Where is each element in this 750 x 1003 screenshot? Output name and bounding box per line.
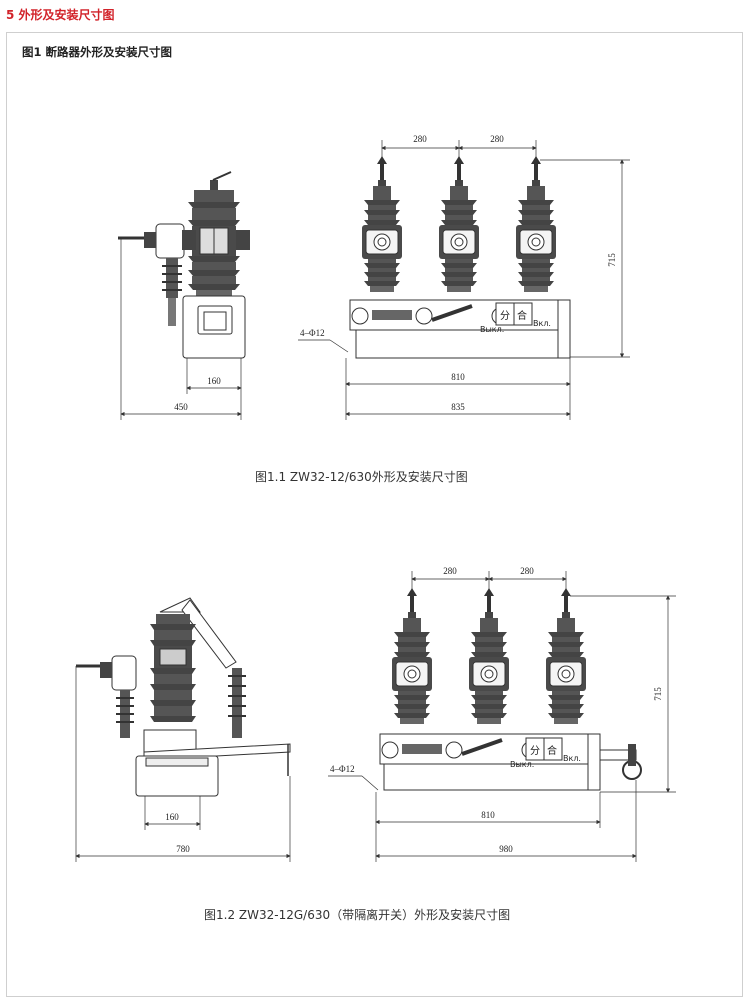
fig1-label-open: 分: [500, 310, 510, 322]
fig2-dim-spacing-left: 280: [443, 566, 457, 576]
fig1-dim-height: 715: [607, 253, 617, 267]
fig1-label-close-ru: Вкл.: [533, 319, 551, 328]
fig1-caption: 图1.1 ZW32-12/630外形及安装尺寸图: [255, 470, 468, 484]
fig1-dim-overall-front: 835: [451, 402, 465, 412]
fig2-label-close: 合: [547, 744, 557, 757]
fig1-label-close: 合: [517, 309, 527, 322]
fig2-dim-height: 715: [653, 687, 663, 701]
fig2-dim-overall-side: 780: [176, 844, 190, 854]
fig1-dim-overall-side: 450: [174, 402, 188, 412]
fig1-dim-spacing-right: 280: [490, 134, 504, 144]
fig2-dim-overall-front: 980: [499, 844, 513, 854]
fig2-side-view: [76, 597, 291, 797]
fig1-dim-base-side: 160: [207, 376, 221, 386]
fig1-label-open-ru: Выкл.: [480, 325, 504, 334]
fig2-front-view: [379, 588, 642, 791]
fig2-dim-spacing-right: 280: [520, 566, 534, 576]
fig2-label-open: 分: [530, 745, 540, 757]
fig1-dim-mount-holes: 4–Φ12: [300, 328, 325, 338]
fig1-dimensions: [120, 140, 630, 420]
fig2-label-close-ru: Вкл.: [563, 754, 581, 763]
fig2-dim-mount-holes: 4–Φ12: [330, 764, 355, 774]
fig2-label-open-ru: Выкл.: [510, 760, 534, 769]
fig2-dim-mount-span: 810: [481, 810, 495, 820]
fig1-dim-spacing-left: 280: [413, 134, 427, 144]
figure-heading: 图1 断路器外形及安装尺寸图: [22, 45, 173, 59]
section-title: 5 外形及安装尺寸图: [6, 8, 115, 22]
fig1-dim-mount-span: 810: [451, 372, 465, 382]
fig1-side-view: [118, 171, 250, 359]
fig2-dimensions: [75, 571, 676, 862]
fig2-dim-base-side: 160: [165, 812, 179, 822]
fig2-caption: 图1.2 ZW32-12G/630（带隔离开关）外形及安装尺寸图: [204, 908, 511, 922]
figure-frame: [6, 32, 743, 997]
fig1-front-view: [349, 156, 571, 359]
